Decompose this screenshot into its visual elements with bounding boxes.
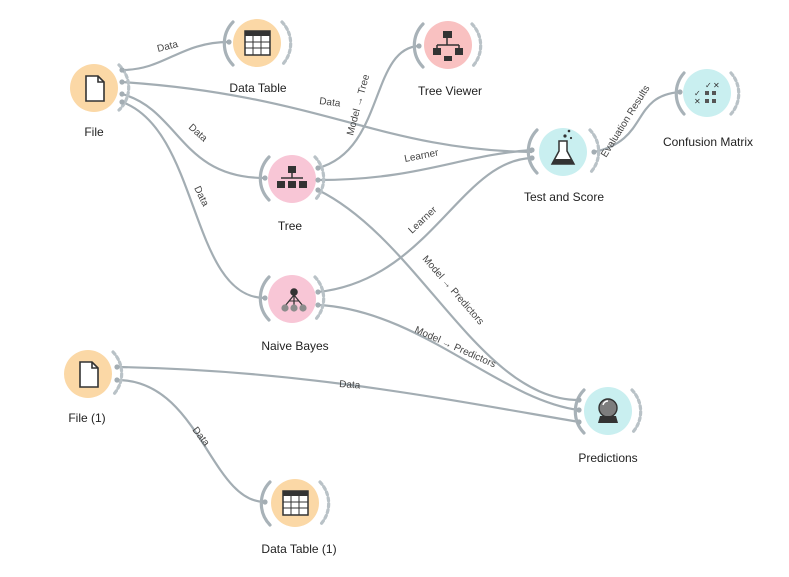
tree-viewer-icon bbox=[433, 31, 463, 61]
naive-bayes-icon bbox=[281, 288, 307, 312]
link-file-data-table[interactable]: Data bbox=[121, 39, 230, 72]
node-circle bbox=[268, 275, 316, 323]
link-tree-predictions[interactable]: Model → Predictors bbox=[317, 189, 580, 402]
svg-text:✓: ✓ bbox=[694, 89, 701, 98]
svg-text:Data: Data bbox=[186, 122, 209, 145]
link-file-1-data-table-1[interactable]: Data bbox=[116, 378, 266, 504]
svg-text:Data: Data bbox=[191, 184, 210, 208]
link-file-tree[interactable]: Data bbox=[121, 92, 266, 180]
node-file-1[interactable]: File (1) bbox=[64, 350, 124, 425]
svg-text:✕: ✕ bbox=[713, 81, 720, 90]
node-title: Predictions bbox=[578, 451, 637, 465]
link-tree-test-and-score[interactable]: Learner bbox=[317, 147, 533, 182]
flask-icon bbox=[550, 129, 576, 165]
file-icon bbox=[85, 75, 105, 102]
svg-text:Data: Data bbox=[339, 379, 361, 391]
link-naive-bayes-predictions[interactable]: Model → Predictors bbox=[317, 303, 580, 412]
node-title: Confusion Matrix bbox=[663, 135, 753, 149]
svg-text:Data: Data bbox=[190, 425, 212, 449]
svg-text:✓: ✓ bbox=[705, 81, 712, 90]
node-file[interactable]: File bbox=[70, 63, 131, 139]
links-layer: Data Data Data Data Model → Tree Learner… bbox=[116, 39, 681, 504]
svg-text:Learner: Learner bbox=[407, 204, 440, 236]
svg-text:Model → Predictors: Model → Predictors bbox=[413, 325, 498, 371]
svg-text:Data: Data bbox=[156, 39, 180, 55]
table-icon bbox=[244, 30, 271, 56]
svg-text:Data: Data bbox=[319, 96, 342, 110]
node-predictions[interactable]: Predictions bbox=[573, 387, 643, 465]
node-title: Tree bbox=[278, 219, 303, 233]
node-circle bbox=[268, 155, 316, 203]
node-title: Naive Bayes bbox=[261, 339, 328, 353]
node-tree-viewer[interactable]: Tree Viewer bbox=[412, 21, 483, 98]
node-test-and-score[interactable]: Test and Score bbox=[524, 128, 604, 204]
node-title: File (1) bbox=[68, 411, 105, 425]
node-title: Data Table bbox=[229, 81, 286, 95]
file-icon bbox=[79, 361, 99, 388]
node-title: Data Table (1) bbox=[261, 542, 336, 556]
crystal-ball-icon bbox=[598, 398, 618, 423]
table-icon bbox=[282, 490, 309, 516]
svg-text:Learner: Learner bbox=[403, 147, 440, 165]
node-naive-bayes[interactable]: Naive Bayes bbox=[258, 275, 329, 353]
node-title: Tree Viewer bbox=[418, 84, 482, 98]
node-confusion-matrix[interactable]: ✓ ✕ ✓ ✕ Confusion Matrix bbox=[663, 69, 753, 149]
svg-text:✕: ✕ bbox=[694, 97, 701, 106]
svg-text:Evaluation Results: Evaluation Results bbox=[599, 84, 652, 160]
link-file-1-predictions[interactable]: Data bbox=[116, 365, 580, 424]
node-title: File bbox=[84, 125, 104, 139]
node-tree[interactable]: Tree bbox=[258, 155, 326, 233]
confusion-matrix-icon: ✓ ✕ ✓ ✕ bbox=[694, 81, 720, 106]
node-data-table[interactable]: Data Table bbox=[222, 19, 293, 95]
link-file-test-and-score[interactable]: Data bbox=[121, 80, 533, 154]
node-data-table-1[interactable]: Data Table (1) bbox=[259, 479, 337, 556]
nodes-layer: File Data Table bbox=[64, 19, 753, 556]
tree-icon bbox=[277, 166, 307, 188]
node-title: Test and Score bbox=[524, 190, 604, 204]
